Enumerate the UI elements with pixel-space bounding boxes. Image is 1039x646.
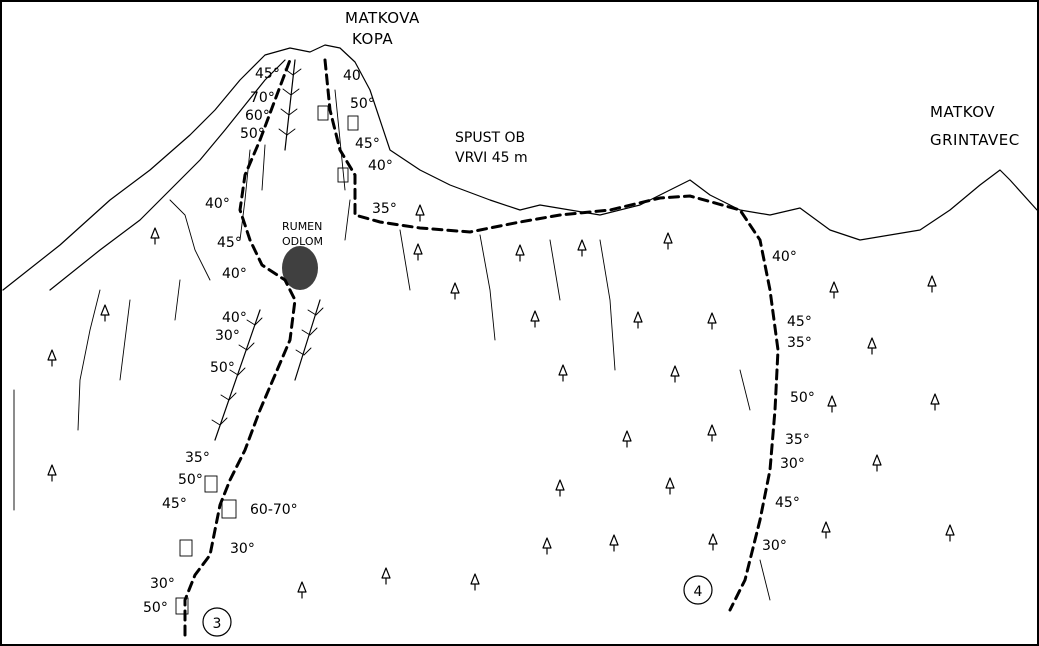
slope-angle-label: 70°: [250, 90, 275, 106]
peak-label-matkova: MATKOVA: [345, 9, 420, 27]
slope-angle-label: 30°: [150, 576, 175, 592]
slope-angle-label: 40°: [772, 249, 797, 265]
slope-angle-label: 35°: [372, 201, 397, 217]
slope-angle-label: 50°: [143, 600, 168, 616]
slope-angle-label: 45°: [787, 314, 812, 330]
slope-angle-label: 60-70°: [250, 502, 298, 518]
slope-angle-label: 50°: [240, 126, 265, 142]
scale-box-markers: [175, 105, 359, 615]
slope-angle-label: 50°: [178, 472, 203, 488]
ridgeline-left: [2, 44, 1038, 291]
ridge-spur: [169, 199, 211, 281]
rumen-odlom-rockfall: [282, 246, 318, 290]
slope-angle-label: 50°: [350, 96, 375, 112]
slope-labels-route3-left: 45° 70° 60° 50° 40° 45° 40° 40° 30° 50° …: [143, 66, 280, 616]
slope-angle-label: 45°: [217, 235, 242, 251]
route-4-marker: 4: [683, 575, 713, 605]
peak-label-grintavec: GRINTAVEC: [930, 131, 1020, 149]
slope-angle-label: 40°: [205, 196, 230, 212]
slope-angle-label: 35°: [787, 335, 812, 351]
route-4-number: 4: [694, 584, 703, 600]
slope-angle-label: 60°: [245, 108, 270, 124]
forest-tree-icons: [47, 204, 955, 599]
slope-angle-label: 45°: [775, 495, 800, 511]
slope-angle-label: 30°: [762, 538, 787, 554]
ridgeline-inner: [49, 59, 286, 291]
slope-angle-label: 30°: [780, 456, 805, 472]
route-3-branch: [323, 58, 780, 612]
slope-angle-label: 40°: [368, 158, 393, 174]
peak-label-kopa: KOPA: [352, 30, 393, 48]
route-3-path: [183, 58, 297, 637]
slope-angle-label: 45°: [355, 136, 380, 152]
slope-angle-label: 50°: [210, 360, 235, 376]
route-3-number: 3: [213, 616, 222, 632]
slope-angle-label: 35°: [785, 432, 810, 448]
slope-angle-label: 40°: [222, 266, 247, 282]
spust-label-line2: VRVI 45 m: [455, 150, 528, 166]
slope-angle-label: 45°: [162, 496, 187, 512]
route-3-marker: 3: [202, 607, 232, 637]
spust-label-line1: SPUST OB: [455, 130, 525, 146]
slope-angle-label: 45°: [255, 66, 280, 82]
slope-angle-label: 30°: [215, 328, 240, 344]
slope-angle-label: 35°: [185, 450, 210, 466]
arrow-hatch-couloir-left: [211, 59, 324, 441]
slope-labels-route3-right: 40 50° 45° 40° 35° 60-70° 30°: [230, 68, 397, 557]
rumen-odlom-line2: ODLOM: [282, 235, 323, 248]
slope-angle-label: 40°: [222, 310, 247, 326]
slope-angle-label: 30°: [230, 541, 255, 557]
peak-label-matkov: MATKOV: [930, 103, 995, 121]
slope-angle-label: 40: [343, 68, 361, 84]
slope-labels-route4: 40° 45° 35° 50° 35° 30° 45° 30°: [762, 249, 815, 554]
hatching-slopes: [13, 89, 771, 601]
slope-angle-label: 50°: [790, 390, 815, 406]
rumen-odlom-line1: RUMEN: [282, 220, 322, 233]
